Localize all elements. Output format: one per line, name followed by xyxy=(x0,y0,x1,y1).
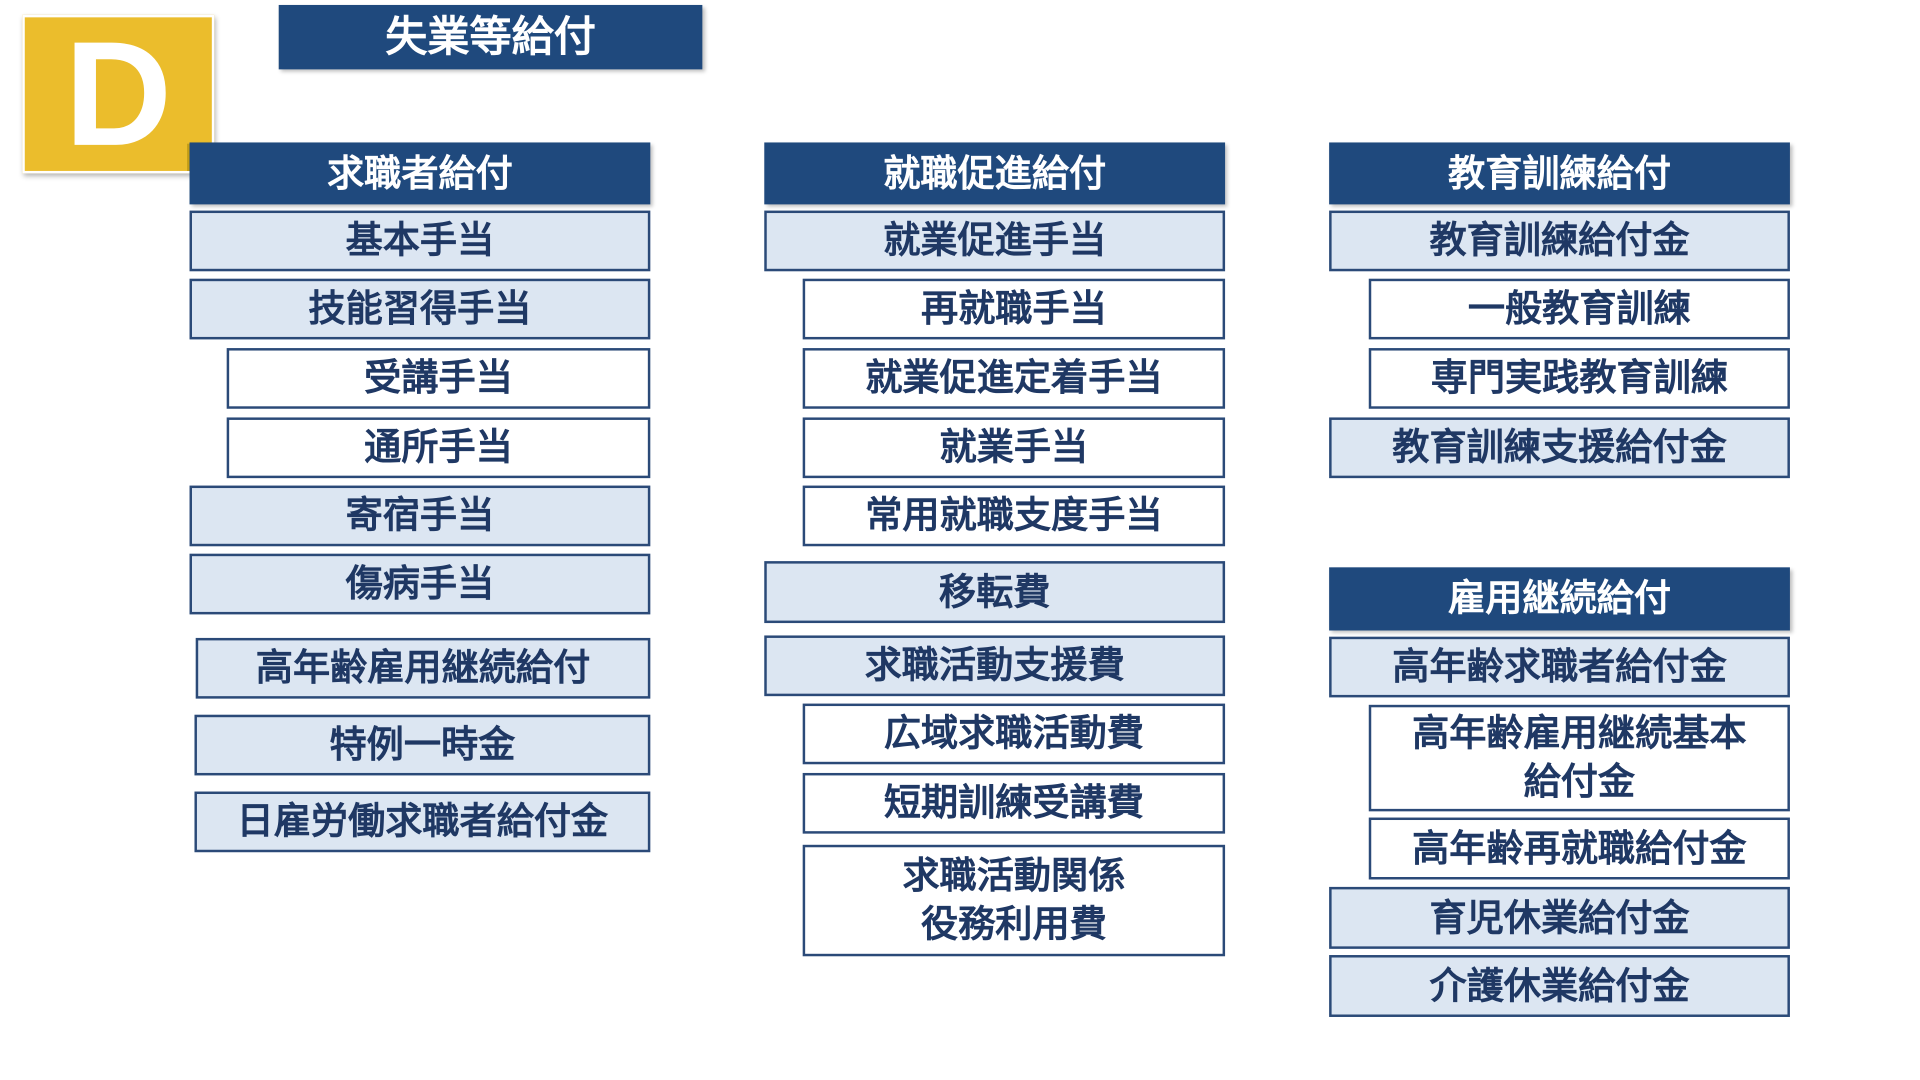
item-relocation-cost: 移転費 xyxy=(764,561,1226,624)
item-job-search-support: 求職活動支援費 xyxy=(764,635,1226,697)
item-boarding-allowance: 寄宿手当 xyxy=(189,485,651,547)
item-education-training-benefit: 教育訓練給付金 xyxy=(1329,210,1790,272)
item-short-training: 短期訓練受講費 xyxy=(802,772,1226,834)
item-professional-training: 専門実践教育訓練 xyxy=(1368,348,1790,409)
item-employment-promotion-allowance: 就業促進手当 xyxy=(764,210,1226,272)
item-elderly-continuation-basic: 高年齢雇用継続基本 給付金 xyxy=(1368,704,1790,812)
item-commuting-allowance: 通所手当 xyxy=(226,417,651,479)
item-elderly-continuation: 高年齢雇用継続給付 xyxy=(195,637,651,699)
header-education-training: 教育訓練給付 xyxy=(1329,142,1790,205)
item-injury-allowance: 傷病手当 xyxy=(189,553,651,615)
item-basic-allowance: 基本手当 xyxy=(189,210,651,272)
item-job-search-services: 求職活動関係 役務利用費 xyxy=(802,844,1226,957)
item-wide-area-search: 広域求職活動費 xyxy=(802,703,1226,765)
item-childcare-leave: 育児休業給付金 xyxy=(1329,886,1790,949)
item-day-laborer-benefit: 日雇労働求職者給付金 xyxy=(194,791,651,853)
item-elderly-reemployment: 高年齢再就職給付金 xyxy=(1368,817,1790,880)
item-work-allowance: 就業手当 xyxy=(802,417,1226,479)
item-skill-acquisition: 技能習得手当 xyxy=(189,278,651,340)
section-logo: D xyxy=(22,11,215,178)
header-employment-promotion: 就職促進給付 xyxy=(764,142,1226,205)
header-job-seeker-benefits: 求職者給付 xyxy=(189,142,651,205)
item-nursing-care-leave: 介護休業給付金 xyxy=(1329,955,1790,1017)
item-general-training: 一般教育訓練 xyxy=(1368,278,1790,340)
item-reemployment-allowance: 再就職手当 xyxy=(802,278,1226,340)
item-settlement-allowance: 就業促進定着手当 xyxy=(802,348,1226,409)
item-regular-employment-prep: 常用就職支度手当 xyxy=(802,485,1226,547)
item-elderly-job-seeker: 高年齢求職者給付金 xyxy=(1329,636,1790,698)
item-training-support-benefit: 教育訓練支援給付金 xyxy=(1329,417,1790,479)
logo-letter: D xyxy=(64,11,172,178)
item-special-lump-sum: 特例一時金 xyxy=(194,714,651,776)
item-course-allowance: 受講手当 xyxy=(226,348,651,409)
header-employment-continuation: 雇用継続給付 xyxy=(1329,567,1790,631)
main-title: 失業等給付 xyxy=(278,4,703,70)
